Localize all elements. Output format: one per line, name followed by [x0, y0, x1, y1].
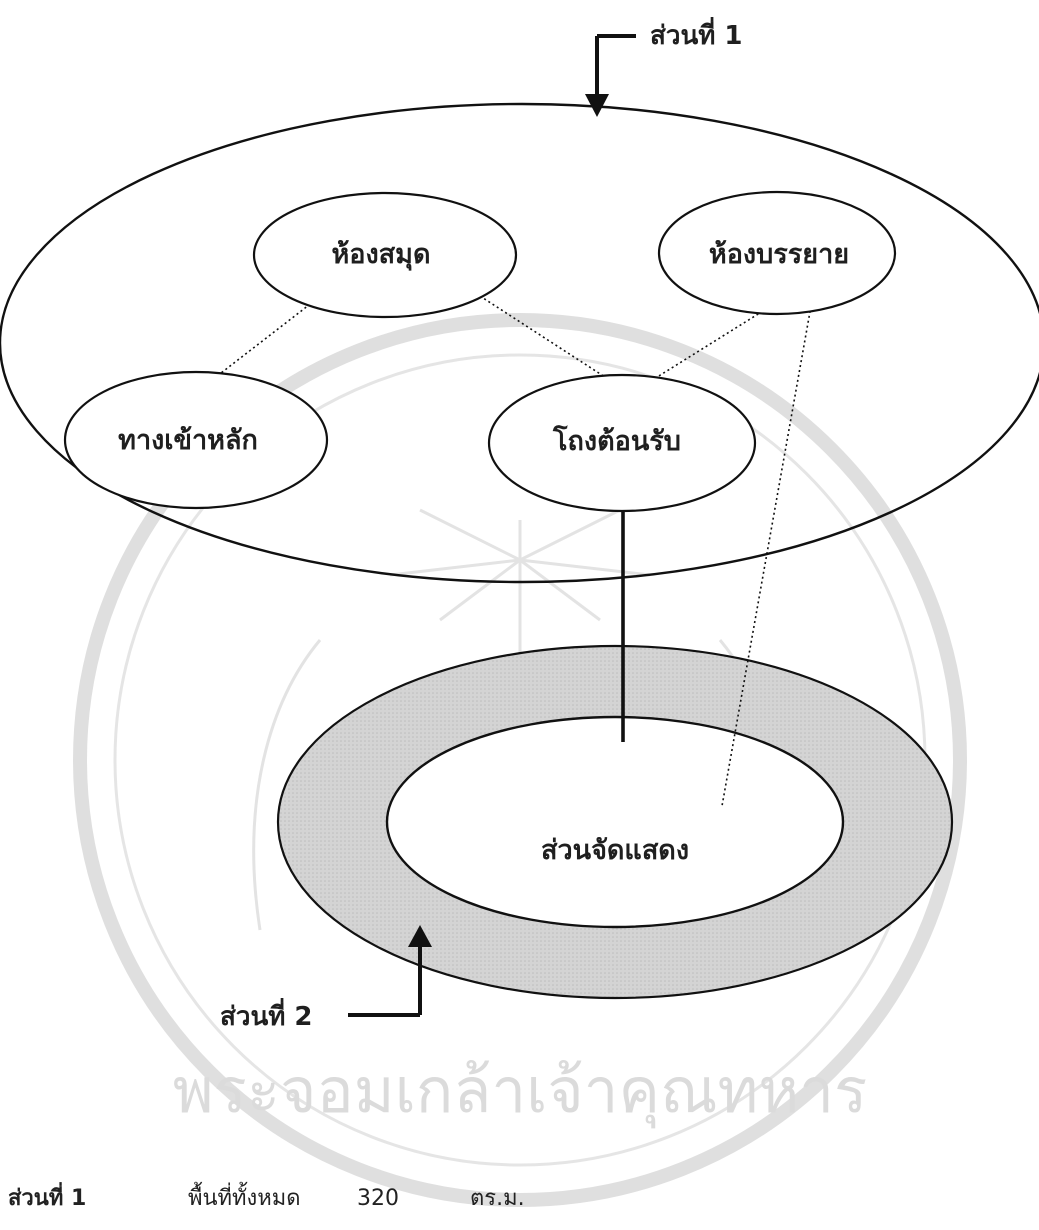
node-lecture-room: [657, 190, 897, 316]
line-library-entrance: [211, 297, 319, 381]
label-exhibition: ส่วนจัดแสดง: [541, 835, 689, 866]
part2-zone: [276, 644, 954, 1000]
label-reception-hall: โถงต้อนรับ: [552, 424, 681, 457]
node-reception-hall: [487, 373, 757, 513]
node-main-entrance: [63, 370, 329, 510]
part1-zone: [0, 102, 1039, 584]
down-arrow-icon: [585, 94, 609, 117]
label-main-entrance: ทางเข้าหลัก: [118, 425, 258, 456]
up-arrow-icon: [408, 925, 432, 947]
part2-label: ส่วนที่ 2: [220, 997, 313, 1032]
node-library: [252, 191, 518, 319]
footer-part-label: ส่วนที่ 1: [8, 1181, 86, 1211]
watermark-arc-text: พระจอมเกล้าเจ้าคุณทหาร: [173, 1054, 868, 1128]
footer-area-label: พื้นที่ทั้งหมด: [188, 1182, 301, 1211]
line-library-reception: [479, 295, 609, 380]
part1-label: ส่วนที่ 1: [650, 16, 743, 51]
part2-callout: [348, 925, 432, 1017]
part1-callout: [585, 34, 636, 117]
connector-lines: [211, 295, 812, 807]
footer-area-value: 320: [357, 1186, 399, 1211]
label-lecture-room: ห้องบรรยาย: [709, 239, 849, 270]
label-library: ห้องสมุด: [331, 239, 430, 271]
footer-area-unit: ตร.ม.: [470, 1186, 525, 1211]
